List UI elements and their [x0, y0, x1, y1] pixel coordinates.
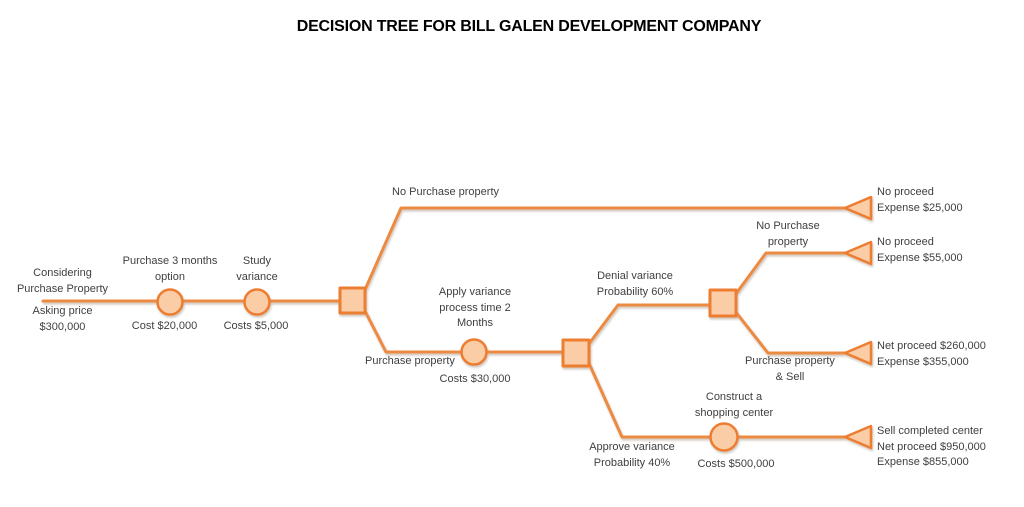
outcome-1-label: No proceed Expense $25,000	[877, 185, 963, 216]
terminal-node-2	[843, 240, 873, 266]
start-label-top: Considering Purchase Property	[5, 266, 120, 297]
no-purchase-2-branch-label: No Purchase property	[723, 219, 853, 250]
study-label-line-1: Study	[242, 255, 272, 267]
construct-node-cost: Costs $500,000	[697, 458, 775, 470]
start-line-3: Asking price	[32, 305, 93, 317]
purchase-sell-branch-label: Purchase property & Sell	[725, 354, 855, 385]
outcome-2-line-2: Expense $55,000	[877, 251, 963, 264]
apply-label-line-3: Months	[456, 317, 494, 329]
option-node-cost: Cost $20,000	[131, 320, 198, 332]
outcome-4-line-3: Expense $855,000	[877, 456, 969, 468]
no-purchase-branch-line	[362, 206, 847, 294]
denial-branch-label: Denial variance Probability 60%	[570, 269, 700, 300]
outcome-3-line-1: Net proceed $260,000	[877, 340, 986, 352]
construct-label-line-2: shopping center	[694, 406, 774, 419]
outcome-3-label: Net proceed $260,000 Expense $355,000	[877, 339, 986, 370]
denial-line-2: Probability 60%	[596, 285, 674, 298]
option-label-line-2: option	[155, 270, 185, 283]
start-line-1: Considering	[33, 267, 92, 279]
denial-branch-line	[586, 303, 713, 347]
option-chance-node	[156, 288, 184, 316]
construct-chance-node	[709, 422, 739, 452]
start-label-bottom: Asking price $300,000	[5, 304, 120, 335]
study-node-label: Study variance	[192, 254, 322, 285]
outcome-2-line-1: No proceed	[877, 236, 934, 248]
study-label-line-2: variance	[236, 270, 278, 283]
terminal-node-4	[843, 424, 873, 450]
decision-node-2	[561, 338, 591, 368]
outcome-1-line-1: No proceed	[877, 186, 934, 198]
no-purchase-2-line-2: property	[767, 235, 809, 248]
study-variance-chance-node	[243, 288, 271, 316]
construct-node-label: Construct a shopping center	[669, 390, 799, 421]
decision-node-3	[708, 288, 738, 318]
outcome-4-line-1: Sell completed center	[877, 425, 983, 437]
approve-line-1: Approve variance	[589, 441, 675, 453]
purchase-branch-label: Purchase property	[365, 355, 455, 367]
no-purchase-branch-label: No Purchase property	[392, 186, 499, 198]
no-purchase-2-branch-line	[733, 251, 847, 297]
apply-variance-chance-node	[460, 338, 488, 366]
apply-label-line-2: process time 2	[439, 301, 511, 314]
construct-label-line-1: Construct a	[705, 391, 763, 403]
purchase-sell-line-1: Purchase property	[745, 355, 835, 367]
terminal-node-1	[843, 195, 873, 221]
apply-node-cost: Costs $30,000	[439, 373, 511, 385]
page-title: DECISION TREE FOR BILL GALEN DEVELOPMENT…	[296, 18, 762, 35]
outcome-3-line-2: Expense $355,000	[877, 355, 969, 368]
approve-line-2: Probability 40%	[593, 456, 671, 469]
option-node-label: Purchase 3 months option	[105, 254, 235, 285]
purchase-branch-line	[362, 307, 566, 354]
start-line-4: $300,000	[39, 320, 86, 333]
apply-node-label: Apply variance process time 2 Months	[410, 285, 540, 332]
start-line-2: Purchase Property	[16, 282, 109, 295]
purchase-sell-branch-line	[733, 309, 847, 355]
approve-branch-label: Approve variance Probability 40%	[567, 440, 697, 471]
outcome-4-line-2: Net proceed $950,000	[877, 440, 986, 453]
purchase-sell-line-2: & Sell	[775, 370, 805, 383]
outcome-4-label: Sell completed center Net proceed $950,0…	[877, 424, 986, 471]
study-node-cost: Costs $5,000	[223, 320, 289, 332]
outcome-2-label: No proceed Expense $55,000	[877, 235, 963, 266]
outcome-1-line-2: Expense $25,000	[877, 201, 963, 214]
apply-label-line-1: Apply variance	[438, 286, 512, 298]
option-label-line-1: Purchase 3 months	[122, 255, 218, 267]
no-purchase-2-line-1: No Purchase	[756, 220, 820, 232]
terminal-node-3	[843, 340, 873, 366]
approve-branch-line	[586, 359, 847, 439]
decision-node-1	[338, 286, 367, 315]
denial-line-1: Denial variance	[597, 270, 673, 282]
